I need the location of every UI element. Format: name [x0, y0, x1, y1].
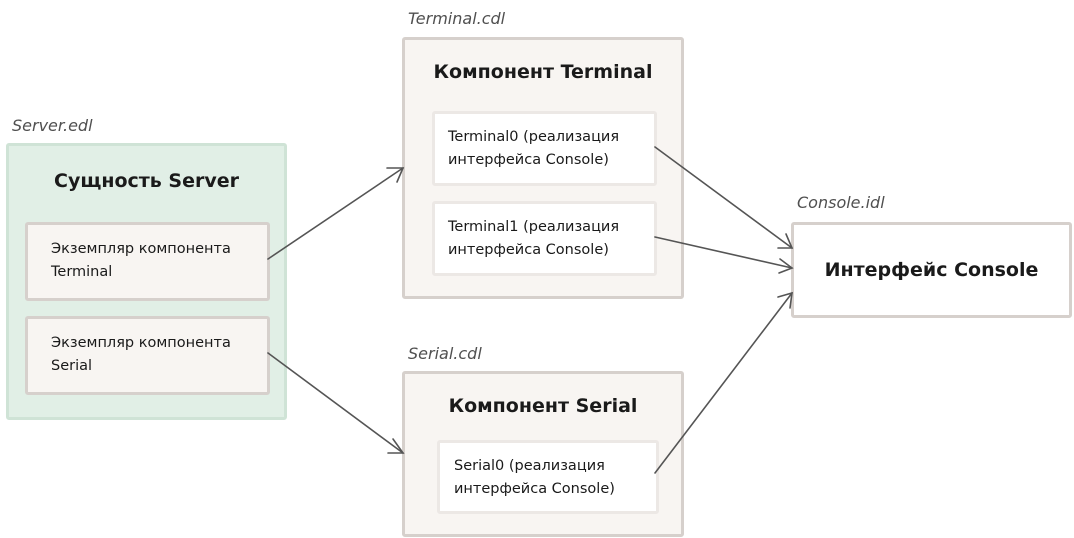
server-item-serial-line1: Экземпляр компонента — [51, 335, 231, 351]
server-file-label: Server.edl — [12, 116, 93, 135]
terminal1-item[interactable]: Terminal1 (реализация интерфейса Console… — [432, 201, 657, 276]
serial-component-box[interactable]: Компонент Serial Serial0 (реализация инт… — [402, 371, 684, 537]
arrow-serial0-to-console — [654, 291, 793, 474]
terminal1-line2: интерфейса Console) — [448, 242, 609, 258]
server-item-terminal-line1: Экземпляр компонента — [51, 241, 231, 257]
server-item-terminal[interactable]: Экземпляр компонента Terminal — [25, 222, 270, 301]
server-item-terminal-line2: Terminal — [51, 264, 113, 280]
serial0-item[interactable]: Serial0 (реализация интерфейса Console) — [437, 440, 659, 514]
terminal-file-label: Terminal.cdl — [408, 9, 506, 28]
terminal-component-box[interactable]: Компонент Terminal Terminal0 (реализация… — [402, 37, 684, 299]
server-item-serial-line2: Serial — [51, 358, 93, 374]
console-file-label: Console.idl — [797, 193, 885, 212]
server-entity-title: Сущность Server — [54, 170, 239, 192]
serial-component-title: Компонент Serial — [448, 395, 638, 417]
terminal0-item[interactable]: Terminal0 (реализация интерфейса Console… — [432, 111, 657, 186]
serial0-line2: интерфейса Console) — [454, 481, 615, 497]
terminal-component-title: Компонент Terminal — [433, 61, 653, 83]
console-interface-title: Интерфейс Console — [824, 259, 1039, 281]
arrow-server-serial-to-serial-component — [267, 352, 405, 454]
terminal0-line2: интерфейса Console) — [448, 152, 609, 168]
arrow-terminal0-to-console — [654, 146, 794, 249]
server-item-serial[interactable]: Экземпляр компонента Serial — [25, 316, 270, 395]
serial0-line1: Serial0 (реализация — [454, 458, 605, 474]
server-entity-box[interactable]: Сущность Server Экземпляр компонента Ter… — [6, 143, 287, 420]
console-interface-box[interactable]: Интерфейс Console — [791, 222, 1072, 318]
arrow-server-terminal-to-terminal-component — [267, 167, 405, 260]
arrow-terminal1-to-console — [654, 236, 794, 274]
serial-file-label: Serial.cdl — [408, 344, 482, 363]
terminal1-line1: Terminal1 (реализация — [448, 219, 620, 235]
terminal0-line1: Terminal0 (реализация — [448, 129, 620, 145]
